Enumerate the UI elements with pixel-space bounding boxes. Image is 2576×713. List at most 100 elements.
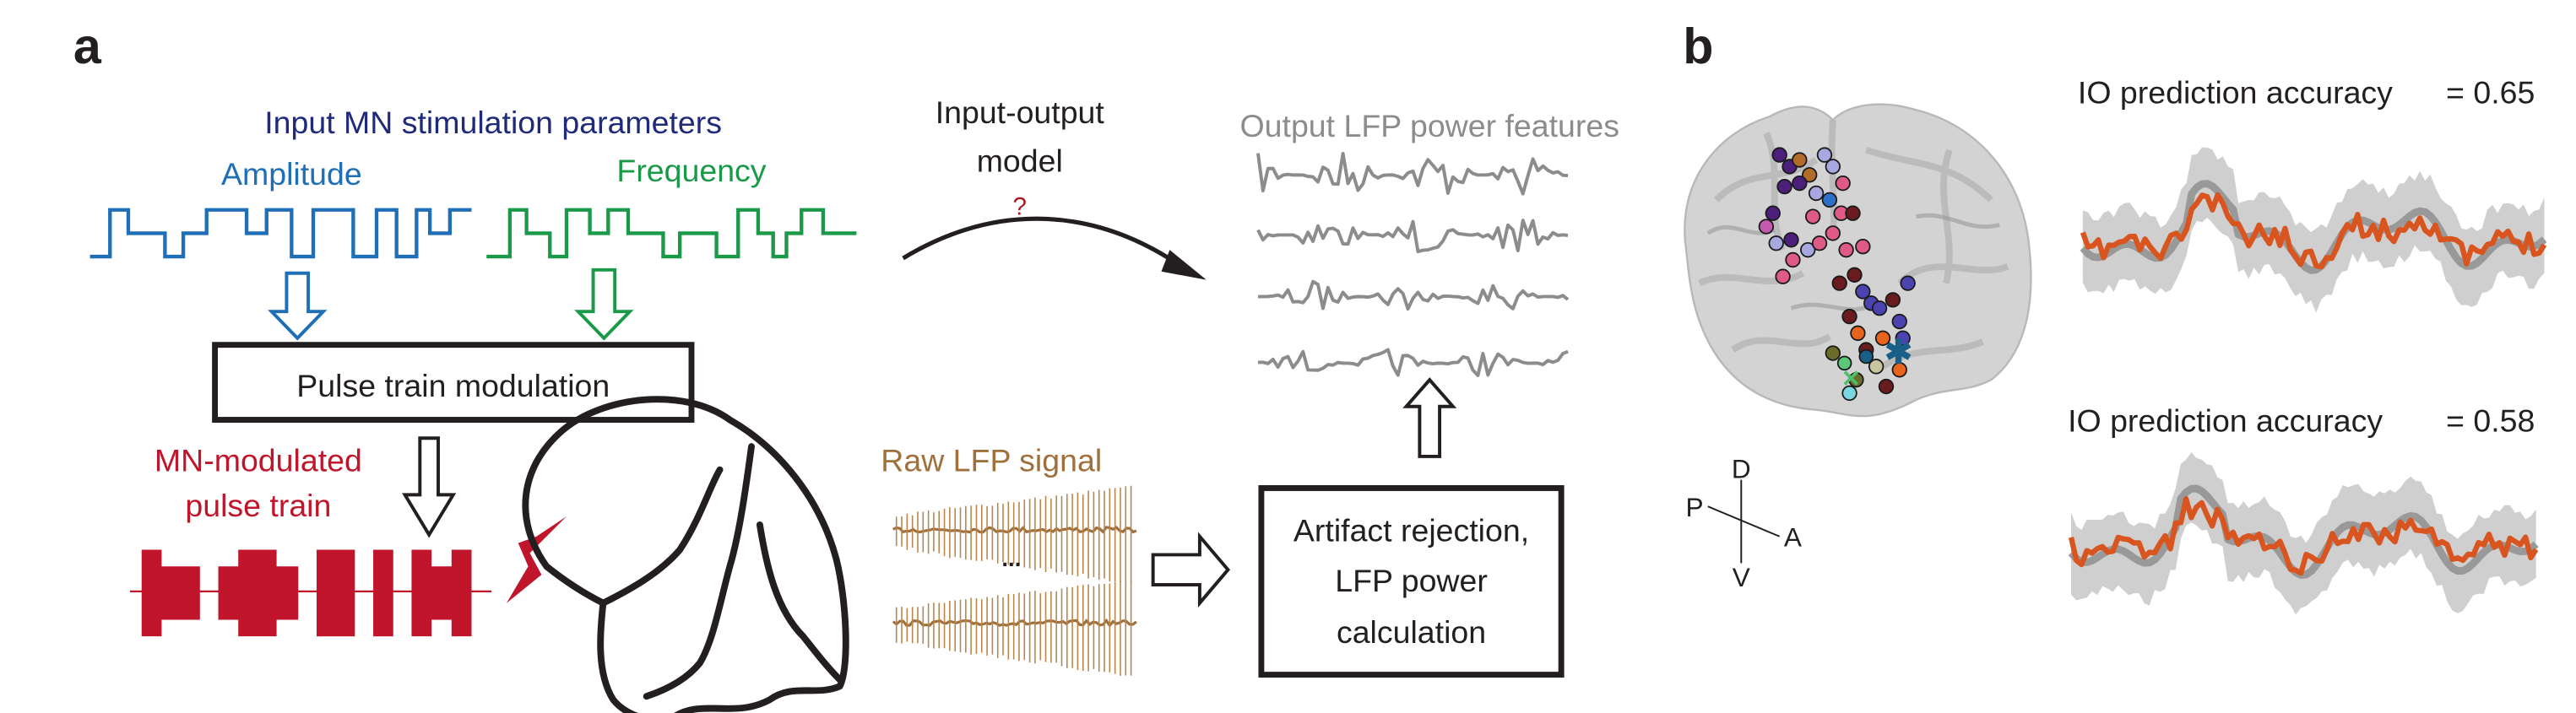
accuracy-value-1: = 0.65 bbox=[2446, 74, 2535, 110]
artifact-rejection-box bbox=[1258, 485, 1565, 678]
electrode-dot bbox=[1900, 275, 1916, 291]
electrode-dot bbox=[1835, 175, 1851, 192]
raw-to-artifact-arrow bbox=[1151, 532, 1231, 608]
electrode-dot bbox=[1775, 268, 1791, 284]
electrode-dot bbox=[1838, 241, 1854, 258]
electrode-dot bbox=[1841, 385, 1857, 402]
mn-modulated-label: MN-modulated bbox=[155, 443, 362, 478]
electrode-dot bbox=[1821, 192, 1838, 208]
io-model-arrowhead bbox=[1161, 250, 1207, 280]
io-model-question: ? bbox=[1013, 193, 1027, 221]
electrode-dot bbox=[1847, 267, 1863, 283]
output-lfp-trace bbox=[1257, 348, 1569, 377]
output-lfp-trace bbox=[1257, 279, 1570, 311]
accuracy-value-2: = 0.58 bbox=[2446, 402, 2535, 438]
brain-outline-icon bbox=[522, 396, 849, 713]
predicted-trace bbox=[2080, 192, 2547, 270]
prediction-ci-band bbox=[2082, 147, 2545, 313]
electrode-dot bbox=[1765, 205, 1781, 221]
electrode-markers bbox=[1758, 147, 1916, 402]
electrode-dot bbox=[1848, 371, 1864, 388]
io-model-label-line1: Input-output bbox=[935, 95, 1105, 130]
predicted-trace bbox=[2068, 496, 2539, 576]
blue-x-marker: ✱ bbox=[1885, 333, 1912, 370]
electrode-dot bbox=[1825, 225, 1841, 241]
input-parameters-title: Input MN stimulation parameters bbox=[264, 105, 722, 140]
electrode-dot bbox=[1792, 152, 1808, 168]
electrode-dot bbox=[1871, 300, 1888, 316]
electrode-dot bbox=[1841, 308, 1857, 325]
prediction-plot-2 bbox=[2068, 452, 2539, 615]
artifact-box-line3: calculation bbox=[1337, 614, 1486, 650]
electrode-dot bbox=[1816, 147, 1833, 163]
io-model-label-line2: model bbox=[977, 143, 1063, 178]
raw-lfp-baseline bbox=[892, 618, 1137, 628]
amplitude-label: Amplitude bbox=[221, 156, 362, 192]
amplitude-down-arrow bbox=[268, 271, 328, 341]
prediction-ci-band bbox=[2071, 452, 2536, 615]
raw-lfp-baseline bbox=[892, 526, 1137, 534]
green-x-marker: ✕ bbox=[1841, 365, 1861, 392]
electrode-dot bbox=[1802, 167, 1818, 183]
amplitude-waveform bbox=[89, 208, 472, 259]
pulse-train-label: pulse train bbox=[185, 488, 331, 523]
electrode-dot bbox=[1868, 359, 1885, 375]
observed-trace bbox=[2068, 484, 2539, 580]
electrode-dot bbox=[1895, 330, 1911, 346]
raw-lfp-label: Raw LFP signal bbox=[881, 443, 1102, 478]
prediction-plot-1 bbox=[2080, 147, 2547, 313]
io-model-curved-arrow bbox=[902, 216, 1188, 272]
output-lfp-traces bbox=[1256, 151, 1570, 377]
pulse-train-modulation-box bbox=[212, 342, 695, 423]
electrode-dot bbox=[1855, 239, 1871, 255]
target-x-markers: ✱ ✕ bbox=[1841, 333, 1912, 392]
accuracy-title-1: IO prediction accuracy bbox=[2078, 74, 2393, 110]
electrode-dot bbox=[1758, 219, 1775, 235]
electrode-dot bbox=[1855, 284, 1871, 300]
electrode-dot bbox=[1850, 325, 1866, 342]
electrode-dot bbox=[1858, 348, 1874, 365]
frequency-label: Frequency bbox=[616, 153, 766, 188]
electrode-dot bbox=[1771, 147, 1787, 163]
electrode-dot bbox=[1776, 178, 1792, 195]
artifact-up-arrow bbox=[1402, 377, 1457, 458]
modulation-down-arrow bbox=[402, 436, 457, 538]
electrode-dot bbox=[1785, 251, 1801, 268]
raw-lfp-ellipsis: ... bbox=[1001, 545, 1021, 571]
panel-b-label: b bbox=[1683, 18, 1713, 74]
glass-brain-render bbox=[1684, 103, 2032, 418]
accuracy-title-2: IO prediction accuracy bbox=[2068, 402, 2383, 438]
output-lfp-trace bbox=[1256, 219, 1569, 253]
compass-anterior: A bbox=[1784, 522, 1802, 553]
compass-posterior: P bbox=[1686, 492, 1704, 522]
stimulation-bolt-icon bbox=[506, 516, 567, 603]
frequency-down-arrow bbox=[574, 267, 634, 341]
orientation-compass bbox=[1707, 479, 1781, 564]
electrode-dot bbox=[1874, 330, 1891, 346]
electrode-dot bbox=[1792, 175, 1808, 192]
electrode-dot bbox=[1885, 292, 1901, 308]
output-lfp-trace bbox=[1256, 151, 1569, 196]
output-features-title: Output LFP power features bbox=[1240, 108, 1619, 143]
electrode-dot bbox=[1825, 345, 1841, 361]
electrode-dot bbox=[1831, 275, 1847, 291]
artifact-box-line1: Artifact rejection, bbox=[1293, 513, 1529, 548]
pulse-train-modulation-text: Pulse train modulation bbox=[296, 368, 610, 403]
compass-ventral: V bbox=[1733, 562, 1750, 592]
raw-lfp-traces bbox=[892, 485, 1137, 676]
electrode-dot bbox=[1811, 235, 1828, 251]
electrode-dot bbox=[1783, 232, 1799, 248]
electrode-dot bbox=[1878, 378, 1895, 395]
panel-a-label: a bbox=[73, 18, 102, 74]
electrode-dot bbox=[1836, 355, 1852, 371]
electrode-dot bbox=[1804, 208, 1821, 224]
electrode-dot bbox=[1845, 205, 1861, 221]
electrode-dot bbox=[1891, 362, 1907, 378]
electrode-dot bbox=[1891, 313, 1907, 330]
electrode-dot bbox=[1800, 241, 1816, 258]
electrode-dot bbox=[1808, 185, 1825, 202]
electrode-dot bbox=[1768, 235, 1784, 251]
electrode-dot bbox=[1825, 159, 1841, 175]
compass-dorsal: D bbox=[1732, 454, 1751, 484]
